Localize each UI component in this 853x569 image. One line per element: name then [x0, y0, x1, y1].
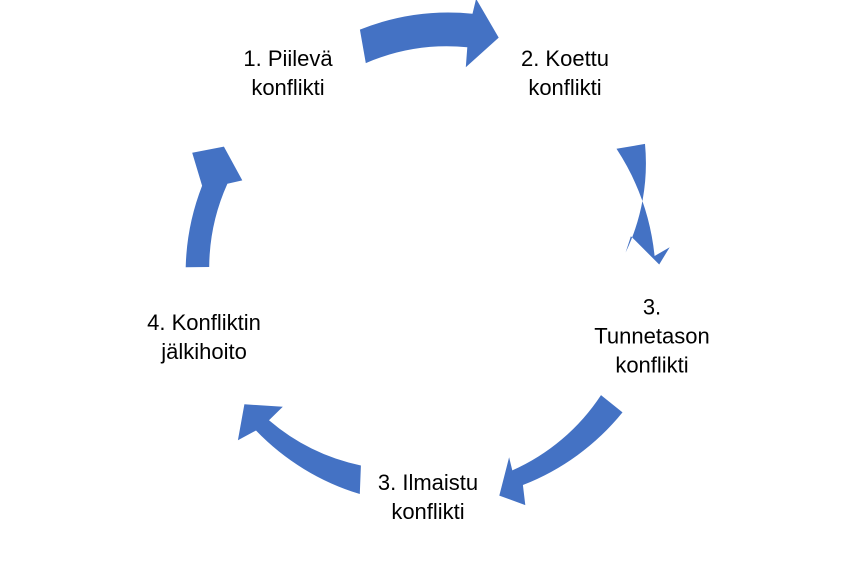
node-felt-conflict-line-2: Tunnetason — [594, 323, 710, 349]
arrow-1-to-2 — [359, 0, 499, 68]
node-perceived-conflict: 2. Koettu konflikti — [521, 44, 609, 102]
arrow-5-to-1 — [185, 146, 243, 268]
node-felt-conflict-line-1: 3. — [642, 294, 662, 320]
node-manifest-conflict: 3. Ilmaistu konflikti — [378, 468, 478, 526]
node-conflict-aftermath: 4. Konfliktin jälkihoito — [147, 308, 261, 366]
node-latent-conflict: 1. Piilevä konflikti — [243, 44, 332, 102]
node-latent-conflict-line-2: konflikti — [251, 75, 325, 100]
arrow-3-to-4 — [499, 395, 623, 506]
node-felt-conflict: 3. Tunnetason konflikti — [594, 293, 709, 380]
node-latent-conflict-line-1: 1. Piilevä — [243, 46, 333, 71]
node-perceived-conflict-line-2: konflikti — [528, 75, 602, 100]
node-conflict-aftermath-line-1: 4. Konfliktin — [147, 310, 261, 335]
node-felt-conflict-line-3: konflikti — [615, 352, 689, 378]
node-manifest-conflict-line-1: 3. Ilmaistu — [377, 470, 479, 495]
node-conflict-aftermath-line-2: jälkihoito — [161, 339, 247, 364]
node-manifest-conflict-line-2: konflikti — [391, 499, 465, 524]
arrow-2-to-3 — [616, 143, 670, 265]
arrow-4-to-5 — [237, 404, 361, 494]
node-perceived-conflict-line-1: 2. Koettu — [520, 46, 610, 71]
